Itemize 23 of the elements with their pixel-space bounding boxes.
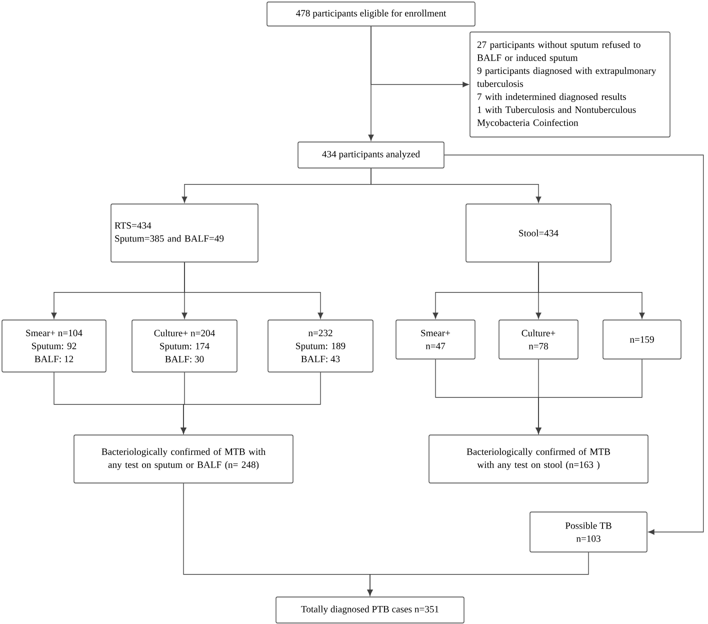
process-box: Bacteriologically confirmed of MTB with any test on stool (n=163 ) [428, 434, 648, 484]
process-box: 434 participants analyzed [298, 142, 444, 168]
process-box: RTS=434 Sputum=385 and BALF=49 [110, 204, 258, 262]
process-box: Culture+ n=204 Sputum: 174 BALF: 30 [132, 320, 238, 372]
arrow [367, 552, 589, 596]
arrow [180, 372, 321, 434]
process-box: Stool=434 [466, 204, 612, 262]
arrow [538, 262, 645, 319]
process-box: Bacteriologically confirmed of MTB with any test on sputum or BALF (n= 248) [74, 434, 294, 484]
arrow [370, 168, 542, 203]
process-box: n=232 Sputum: 189 BALF: 43 [268, 320, 374, 372]
process-box: 478 participants eligible for enrollment [266, 2, 476, 26]
process-box: Smear+ n=47 [396, 320, 476, 360]
arrow [184, 262, 324, 319]
arrow [444, 154, 704, 535]
arrow [370, 26, 469, 88]
process-box: Smear+ n=104 Sputum: 92 BALF: 12 [2, 320, 106, 372]
process-box: n=159 [602, 320, 682, 360]
exclusion-box: 27 participants without sputum refused to BALF or induced sputum 9 participants diagnosed with extrapulmonary tuberculosis 7 with indetermined diagnosed results 1 with Tuberculosis and Nontuberculous Mycobacteria Coinfection [470, 32, 670, 138]
process-box: Totally diagnosed PTB cases n=351 [276, 596, 464, 624]
process-box: Culture+ n=78 [498, 320, 578, 360]
process-box: Possible TB n=103 [530, 512, 648, 552]
arrow [536, 359, 642, 434]
